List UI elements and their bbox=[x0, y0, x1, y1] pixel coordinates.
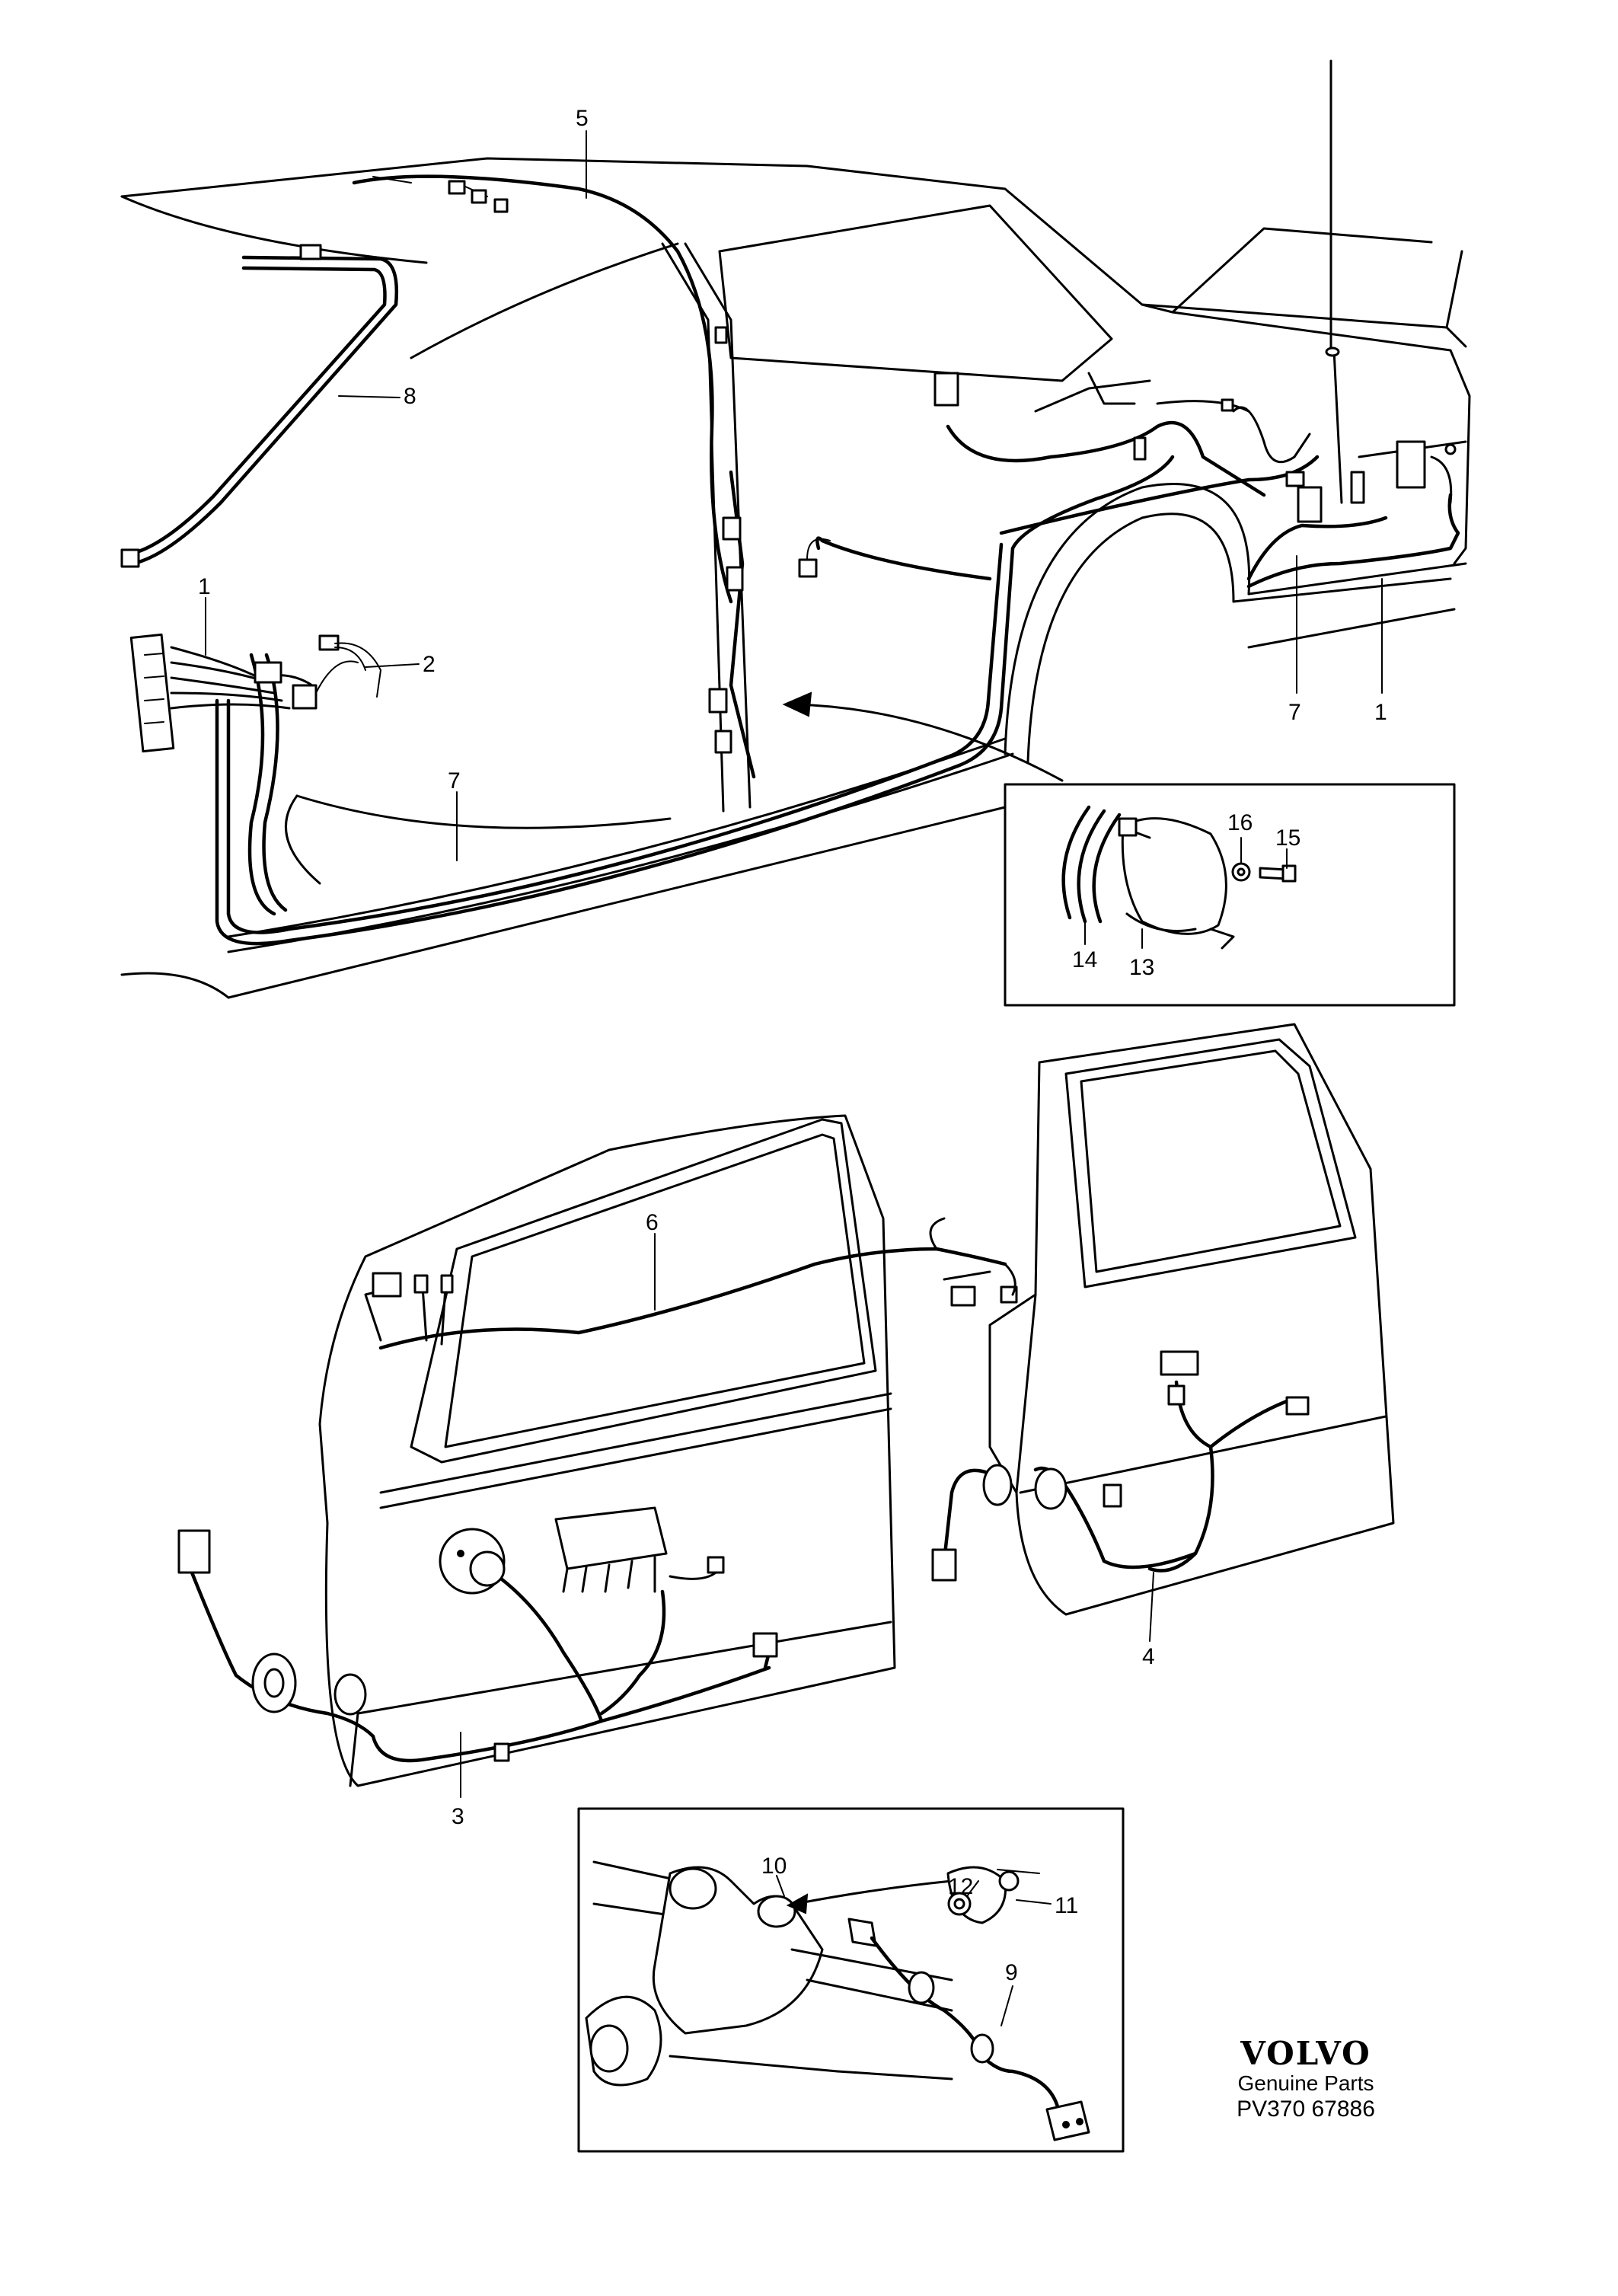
callout-1: 1 bbox=[198, 574, 211, 599]
front-door-harness bbox=[177, 1217, 1018, 1763]
callout-13: 13 bbox=[1129, 955, 1154, 980]
volvo-brand-block: VOLVO Genuine Parts PV370 67886 bbox=[1214, 2037, 1397, 2122]
callout-4: 4 bbox=[1142, 1644, 1155, 1669]
callout-11: 11 bbox=[1055, 1893, 1078, 1918]
callout-3: 3 bbox=[452, 1804, 464, 1829]
callout-1: 1 bbox=[1374, 700, 1387, 725]
rear-harness bbox=[933, 372, 1460, 589]
callout-7: 7 bbox=[448, 768, 461, 794]
genuine-parts-label: Genuine Parts bbox=[1237, 2071, 1374, 2095]
antenna bbox=[1325, 59, 1343, 504]
callout-9: 9 bbox=[1005, 1960, 1018, 1985]
callout-2: 2 bbox=[423, 652, 436, 677]
rear-door-harness bbox=[931, 1350, 1310, 1582]
volvo-logo: VOLVO bbox=[1240, 2035, 1371, 2072]
callout-16: 16 bbox=[1227, 810, 1253, 835]
callout-12: 12 bbox=[948, 1874, 973, 1899]
front-connector-block bbox=[129, 633, 381, 753]
roof-harness bbox=[352, 174, 733, 604]
callout-7: 7 bbox=[1288, 700, 1301, 725]
drawing-code: PV370 67886 bbox=[1237, 2096, 1375, 2122]
leader-lines bbox=[205, 130, 1383, 2026]
rear-door bbox=[988, 1023, 1395, 1616]
axle-detail-inset bbox=[577, 1807, 1125, 2153]
callout-15: 15 bbox=[1275, 825, 1300, 851]
callout-labels: 5 8 1 2 7 7 1 16 15 14 13 6 3 4 10 12 11… bbox=[198, 106, 1387, 1985]
callout-8: 8 bbox=[404, 384, 416, 409]
b-pillar-connectors bbox=[708, 470, 831, 779]
front-door bbox=[318, 1114, 896, 1787]
lamp-detail-inset bbox=[1004, 783, 1456, 1007]
callout-5: 5 bbox=[576, 106, 589, 131]
callout-14: 14 bbox=[1072, 947, 1097, 972]
callout-6: 6 bbox=[646, 1210, 659, 1235]
detail-arrow bbox=[782, 691, 1064, 782]
windscreen-harness bbox=[120, 244, 398, 568]
callout-10: 10 bbox=[761, 1854, 787, 1879]
